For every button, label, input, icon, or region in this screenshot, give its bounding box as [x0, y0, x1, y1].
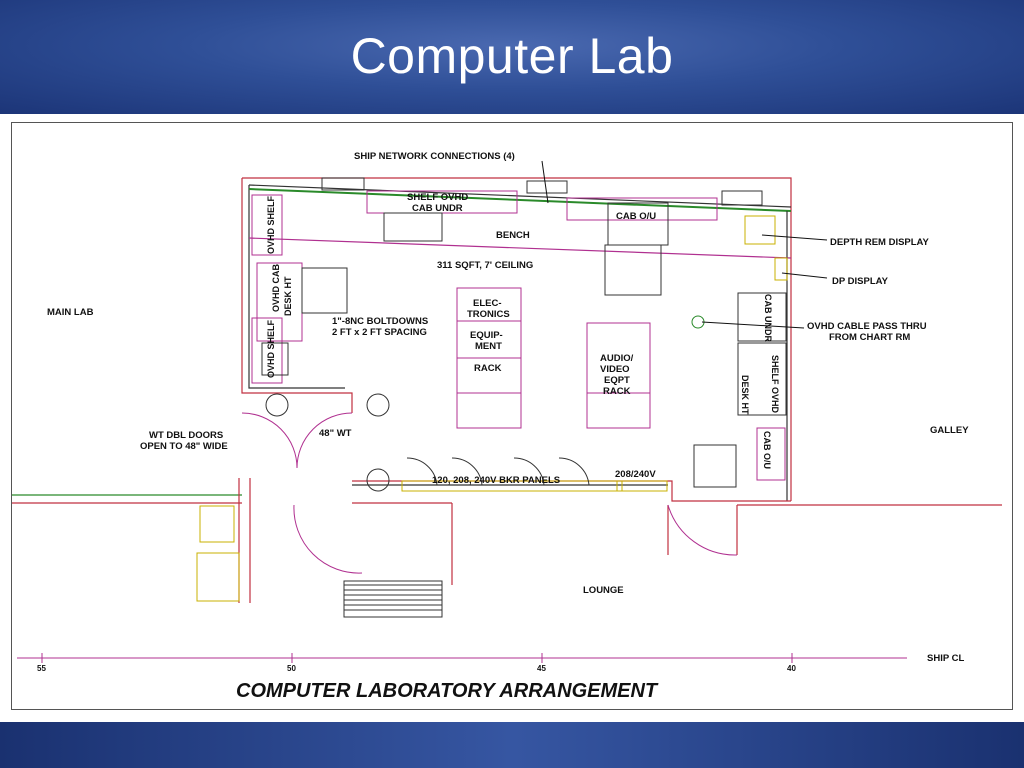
- label-bench: BENCH: [496, 230, 530, 241]
- label-lounge: LOUNGE: [583, 585, 624, 596]
- leader-arrows: [541, 160, 828, 329]
- frame-number-40: 40: [787, 664, 796, 673]
- label-shelf-ovhd-right: SHELF OVHD: [770, 355, 780, 414]
- frame-number-50: 50: [287, 664, 296, 673]
- label-depth-rem: DEPTH REM DISPLAY: [830, 237, 930, 248]
- label-av-3: EQPT: [604, 375, 630, 386]
- label-dp-display: DP DISPLAY: [832, 276, 889, 287]
- label-ovhd-shelf-a: OVHD SHELF: [266, 195, 276, 254]
- label-galley: GALLEY: [930, 425, 969, 436]
- label-208-240v: 208/240V: [615, 469, 656, 480]
- label-cab-ou-top: CAB O/U: [616, 211, 656, 222]
- label-ovhd-shelf-b: OVHD SHELF: [266, 319, 276, 378]
- label-shelf-ovhd: SHELF OVHD: [407, 192, 468, 203]
- plan-labels: SHIP NETWORK CONNECTIONS (4) SHELF OVHD …: [47, 151, 969, 664]
- label-wt-doors-2: OPEN TO 48" WIDE: [140, 441, 228, 452]
- label-av-2: VIDEO: [600, 364, 630, 375]
- slide-footer: [0, 722, 1024, 768]
- slide-title: Computer Lab: [350, 28, 674, 84]
- plan-caption: COMPUTER LABORATORY ARRANGEMENT: [236, 680, 659, 702]
- label-rack: RACK: [474, 363, 502, 374]
- floor-plan-drawing: SHIP NETWORK CONNECTIONS (4) SHELF OVHD …: [11, 122, 1013, 710]
- fixtures: [196, 177, 788, 618]
- label-cab-undr-right: CAB UNDR: [763, 294, 773, 342]
- label-panels: 120, 208, 240V BKR PANELS: [432, 475, 560, 486]
- label-boltdowns-2: 2 FT x 2 FT SPACING: [332, 327, 427, 338]
- frame-number-45: 45: [537, 664, 546, 673]
- label-equip-2: MENT: [475, 341, 502, 352]
- label-av-4: RACK: [603, 386, 631, 397]
- label-area: 311 SQFT, 7' CEILING: [437, 260, 533, 271]
- label-cab-undr: CAB UNDR: [412, 203, 463, 214]
- label-main-lab: MAIN LAB: [47, 307, 94, 318]
- label-ship-cl: SHIP CL: [927, 653, 965, 664]
- label-ovhd-cab: OVHD CAB: [271, 263, 281, 312]
- label-desk-ht-right: DESK HT: [740, 375, 750, 415]
- label-equip-1: EQUIP-: [470, 330, 503, 341]
- label-ship-network: SHIP NETWORK CONNECTIONS (4): [354, 151, 515, 162]
- frame-number-55: 55: [37, 664, 46, 673]
- label-wt-48: 48" WT: [319, 428, 352, 439]
- floor-plan-svg: SHIP NETWORK CONNECTIONS (4) SHELF OVHD …: [12, 151, 1002, 702]
- label-wt-doors-1: WT DBL DOORS: [149, 430, 223, 441]
- label-desk-ht-left: DESK HT: [283, 276, 293, 316]
- label-boltdowns-1: 1"-8NC BOLTDOWNS: [332, 316, 428, 327]
- label-av-1: AUDIO/: [600, 353, 634, 364]
- room-outline: [12, 177, 1002, 603]
- label-ovhd-cable-1: OVHD CABLE PASS THRU: [807, 321, 927, 332]
- frame-numbers: 55 50 45 40: [37, 664, 796, 673]
- label-elec-2: TRONICS: [467, 309, 510, 320]
- slide-header: Computer Lab: [0, 0, 1024, 114]
- vertical-labels: OVHD SHELF OVHD CAB DESK HT OVHD SHELF C…: [266, 195, 780, 469]
- label-cab-ou-right: CAB O/U: [762, 431, 772, 469]
- label-ovhd-cable-2: FROM CHART RM: [829, 332, 910, 343]
- label-elec-1: ELEC-: [473, 298, 502, 309]
- door-swings: [241, 315, 738, 574]
- ship-cl-scale: [17, 653, 907, 663]
